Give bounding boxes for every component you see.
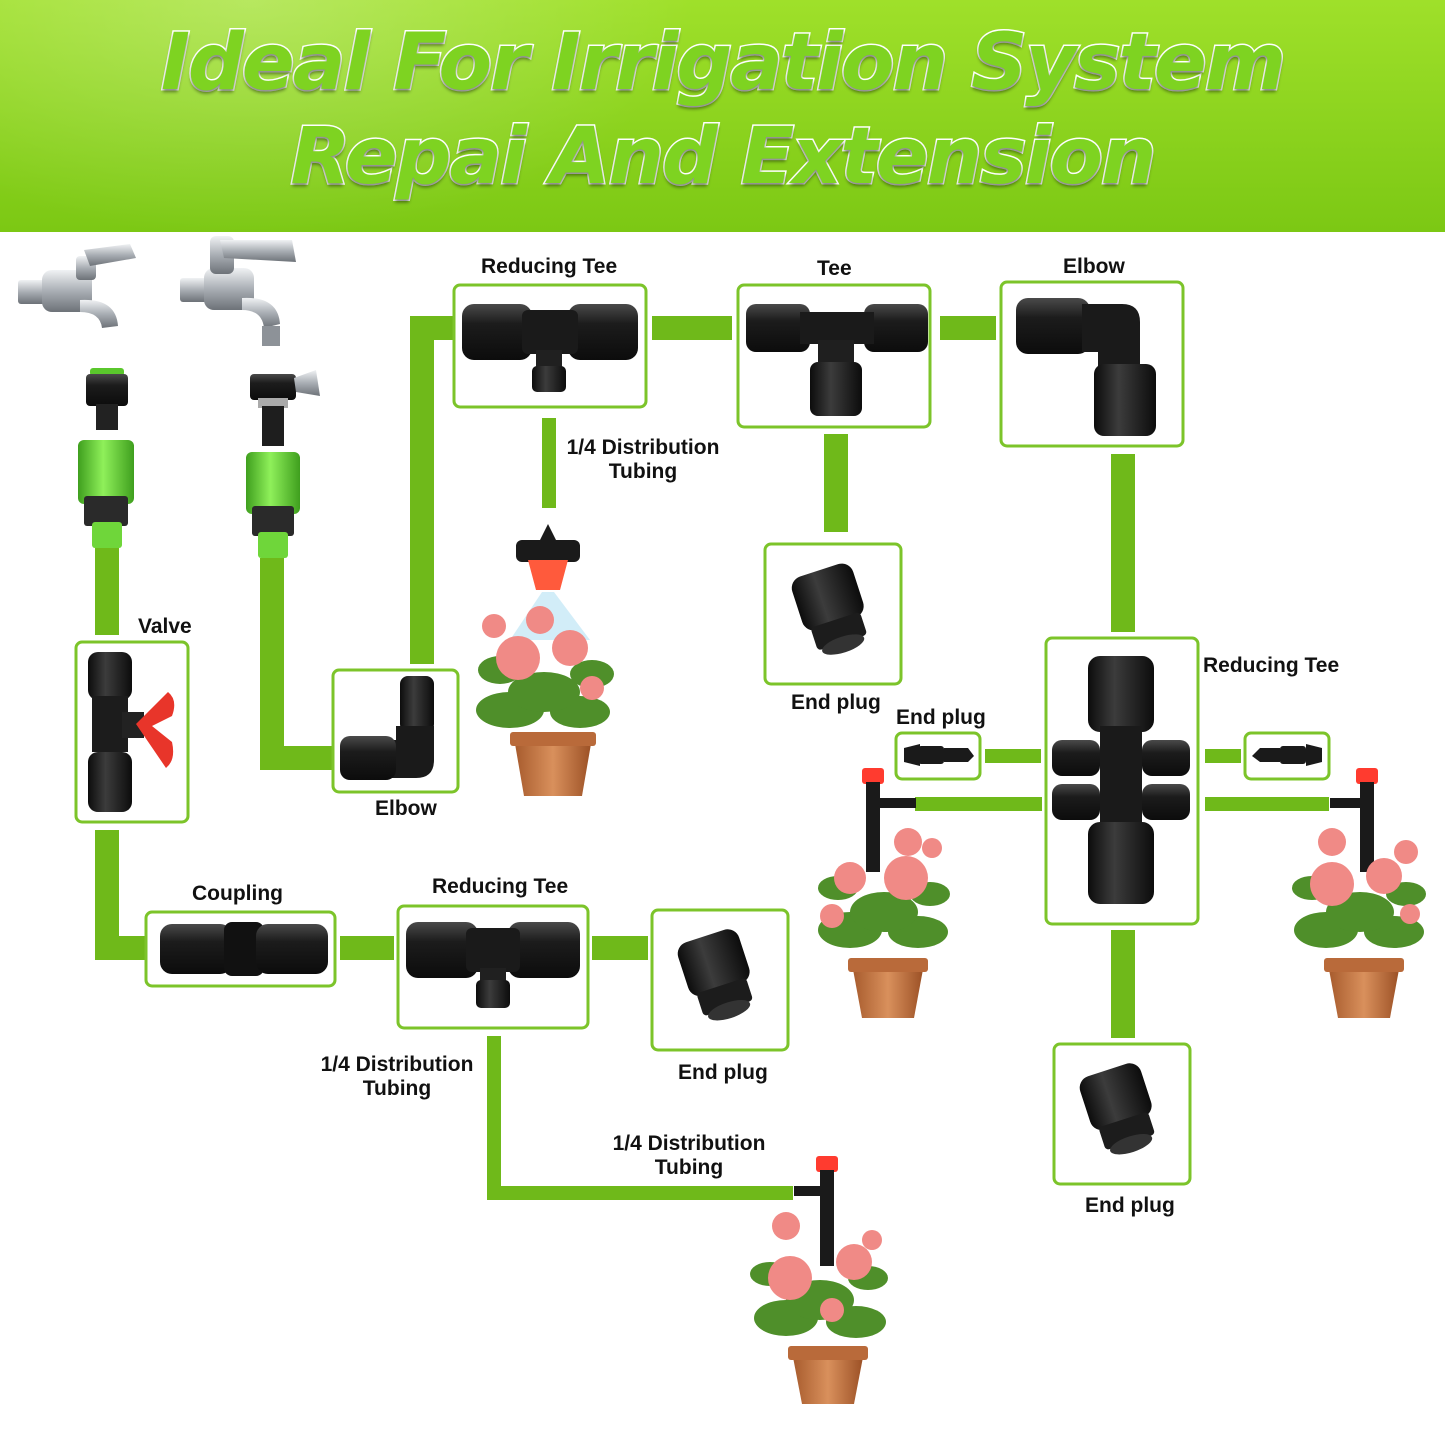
header-banner: Ideal For Irrigation System Repai And Ex… bbox=[0, 0, 1445, 232]
tube-segment bbox=[410, 316, 456, 340]
coupling-icon bbox=[160, 922, 328, 976]
faucet-icon bbox=[18, 244, 136, 328]
reducing-tee-bottom-icon bbox=[406, 922, 580, 1008]
faucet-icon bbox=[180, 236, 296, 346]
label-end-plug-right: End plug bbox=[1085, 1194, 1175, 1217]
headline-line-2: Repai And Extension bbox=[289, 111, 1158, 204]
label-valve: Valve bbox=[138, 615, 192, 638]
stake-emitter-icon bbox=[1330, 768, 1378, 872]
end-plug-icon bbox=[677, 929, 753, 1021]
label-distribution-left-line1: 1/4 Distribution bbox=[320, 1053, 474, 1076]
label-end-plug-bottom: End plug bbox=[678, 1061, 768, 1084]
tube-segment bbox=[95, 545, 119, 635]
tube-segment bbox=[1205, 797, 1329, 811]
label-distribution-bottom: 1/4 Distribution Tubing bbox=[612, 1132, 766, 1180]
label-end-plug-small: End plug bbox=[896, 706, 986, 729]
tee-icon bbox=[746, 304, 928, 416]
headline-line-1: Ideal For Irrigation System bbox=[159, 17, 1287, 110]
flower-pot-icon bbox=[1292, 828, 1426, 1018]
label-reducing-tee-bottom: Reducing Tee bbox=[432, 875, 569, 898]
tube-segment bbox=[915, 797, 1042, 811]
elbow-mid-icon bbox=[340, 676, 434, 780]
tube-segment bbox=[260, 746, 336, 770]
label-tee: Tee bbox=[817, 257, 852, 280]
tube-segment bbox=[1111, 454, 1135, 632]
label-elbow-top: Elbow bbox=[1063, 255, 1125, 278]
label-distribution-left-line2: Tubing bbox=[362, 1077, 432, 1100]
label-coupling: Coupling bbox=[192, 882, 283, 905]
label-elbow-mid: Elbow bbox=[375, 797, 437, 820]
label-distribution-bottom-line1: 1/4 Distribution bbox=[612, 1132, 766, 1155]
label-reducing-tee-top: Reducing Tee bbox=[481, 255, 618, 278]
tube-segment bbox=[985, 749, 1041, 763]
label-reducing-tee-right: Reducing Tee bbox=[1203, 654, 1340, 677]
label-distribution-top: 1/4 Distribution Tubing bbox=[566, 436, 720, 484]
tube-segment bbox=[1205, 749, 1241, 763]
label-end-plug-tee: End plug bbox=[791, 691, 881, 714]
hose-connector-icon bbox=[78, 368, 134, 548]
label-distribution-top-line1: 1/4 Distribution bbox=[566, 436, 720, 459]
tube-segment bbox=[487, 1036, 501, 1200]
tube-segment bbox=[542, 418, 556, 508]
tube-segment bbox=[410, 316, 434, 664]
reducing-tee-cross-icon bbox=[1052, 656, 1190, 904]
tube-segment bbox=[487, 1186, 793, 1200]
tube-segment bbox=[652, 316, 732, 340]
label-distribution-bottom-line2: Tubing bbox=[654, 1156, 724, 1179]
flower-pot-icon bbox=[476, 606, 614, 796]
tube-segment bbox=[940, 316, 996, 340]
end-plug-icon bbox=[791, 563, 867, 655]
label-distribution-left: 1/4 Distribution Tubing bbox=[320, 1053, 474, 1101]
tube-segment bbox=[824, 434, 848, 532]
flower-pot-icon bbox=[750, 1212, 888, 1404]
tube-segment bbox=[592, 936, 648, 960]
hose-connector-icon bbox=[246, 370, 320, 558]
small-end-plug-icon bbox=[1252, 744, 1322, 766]
tube-segment bbox=[1111, 930, 1135, 1038]
end-plug-icon bbox=[1079, 1063, 1155, 1155]
flower-pot-icon bbox=[818, 828, 950, 1018]
stake-emitter-icon bbox=[794, 1156, 838, 1266]
elbow-top-icon bbox=[1016, 298, 1156, 436]
label-distribution-top-line2: Tubing bbox=[608, 460, 678, 483]
tube-segment bbox=[95, 936, 150, 960]
valve-icon bbox=[88, 652, 175, 812]
tubing-network bbox=[95, 316, 1329, 1200]
tube-segment bbox=[260, 558, 284, 770]
small-end-plug-icon bbox=[904, 744, 974, 766]
stake-emitter-icon bbox=[862, 768, 916, 872]
tube-segment bbox=[340, 936, 394, 960]
reducing-tee-top-icon bbox=[462, 304, 638, 392]
